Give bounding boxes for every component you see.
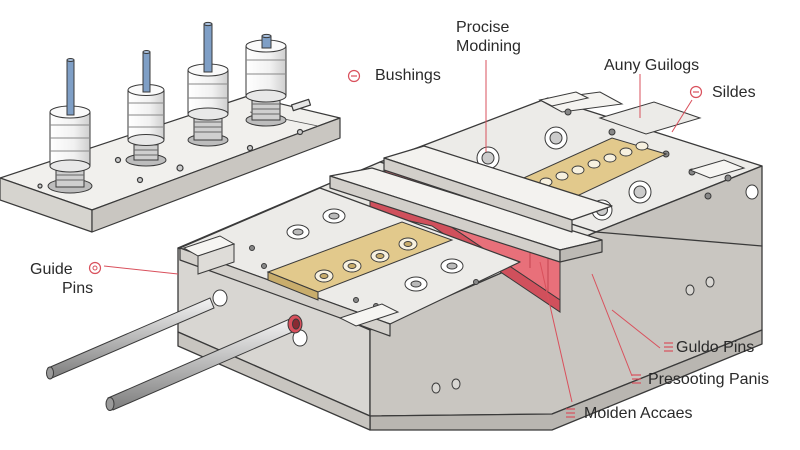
guide-pins-label-icon	[88, 261, 102, 275]
label-presooting-panis: Presooting Panis	[648, 371, 769, 388]
presooting-label-icon	[632, 374, 641, 384]
label-guide-line1: Guide	[30, 261, 73, 278]
pin-1	[66, 58, 75, 116]
front-clamp-bar	[329, 167, 603, 263]
label-precise-molding: Procise Modining	[456, 18, 521, 56]
corner-brackets	[182, 91, 746, 327]
bushing-1	[47, 105, 93, 194]
front-slide-screws	[314, 237, 418, 283]
bushing-3	[187, 63, 229, 147]
label-guide-line2: Pins	[62, 280, 94, 297]
label-auny-guides: Auny Guilogs	[604, 57, 700, 74]
molden-label-icon	[566, 408, 575, 418]
bushing-2	[125, 84, 167, 167]
label-slides: Sildes	[712, 84, 756, 101]
guide-rod-1	[46, 297, 215, 380]
label-precise-line2: Modining	[456, 38, 521, 55]
pin-3	[203, 21, 213, 73]
pin-4	[261, 33, 272, 49]
guide-rod-2	[105, 314, 303, 411]
label-moiden-accaes: Moiden Accaes	[584, 405, 693, 422]
side-holes	[212, 184, 759, 394]
label-precise-line1: Procise	[456, 19, 510, 36]
rear-clamp-bar	[383, 145, 613, 233]
front-plate-holes	[221, 208, 479, 309]
guldo-pins-label-icon	[664, 342, 673, 352]
pin-2	[142, 50, 151, 93]
leader-lines	[103, 60, 693, 403]
label-bushings: Bushings	[375, 67, 441, 84]
slides-label-icon	[689, 85, 703, 99]
bushing-4	[245, 39, 287, 127]
label-guide-pins: Guide Pins	[30, 260, 93, 298]
bushings-label-icon	[347, 69, 361, 83]
label-guldo-pins: Guldo Pins	[676, 339, 755, 356]
